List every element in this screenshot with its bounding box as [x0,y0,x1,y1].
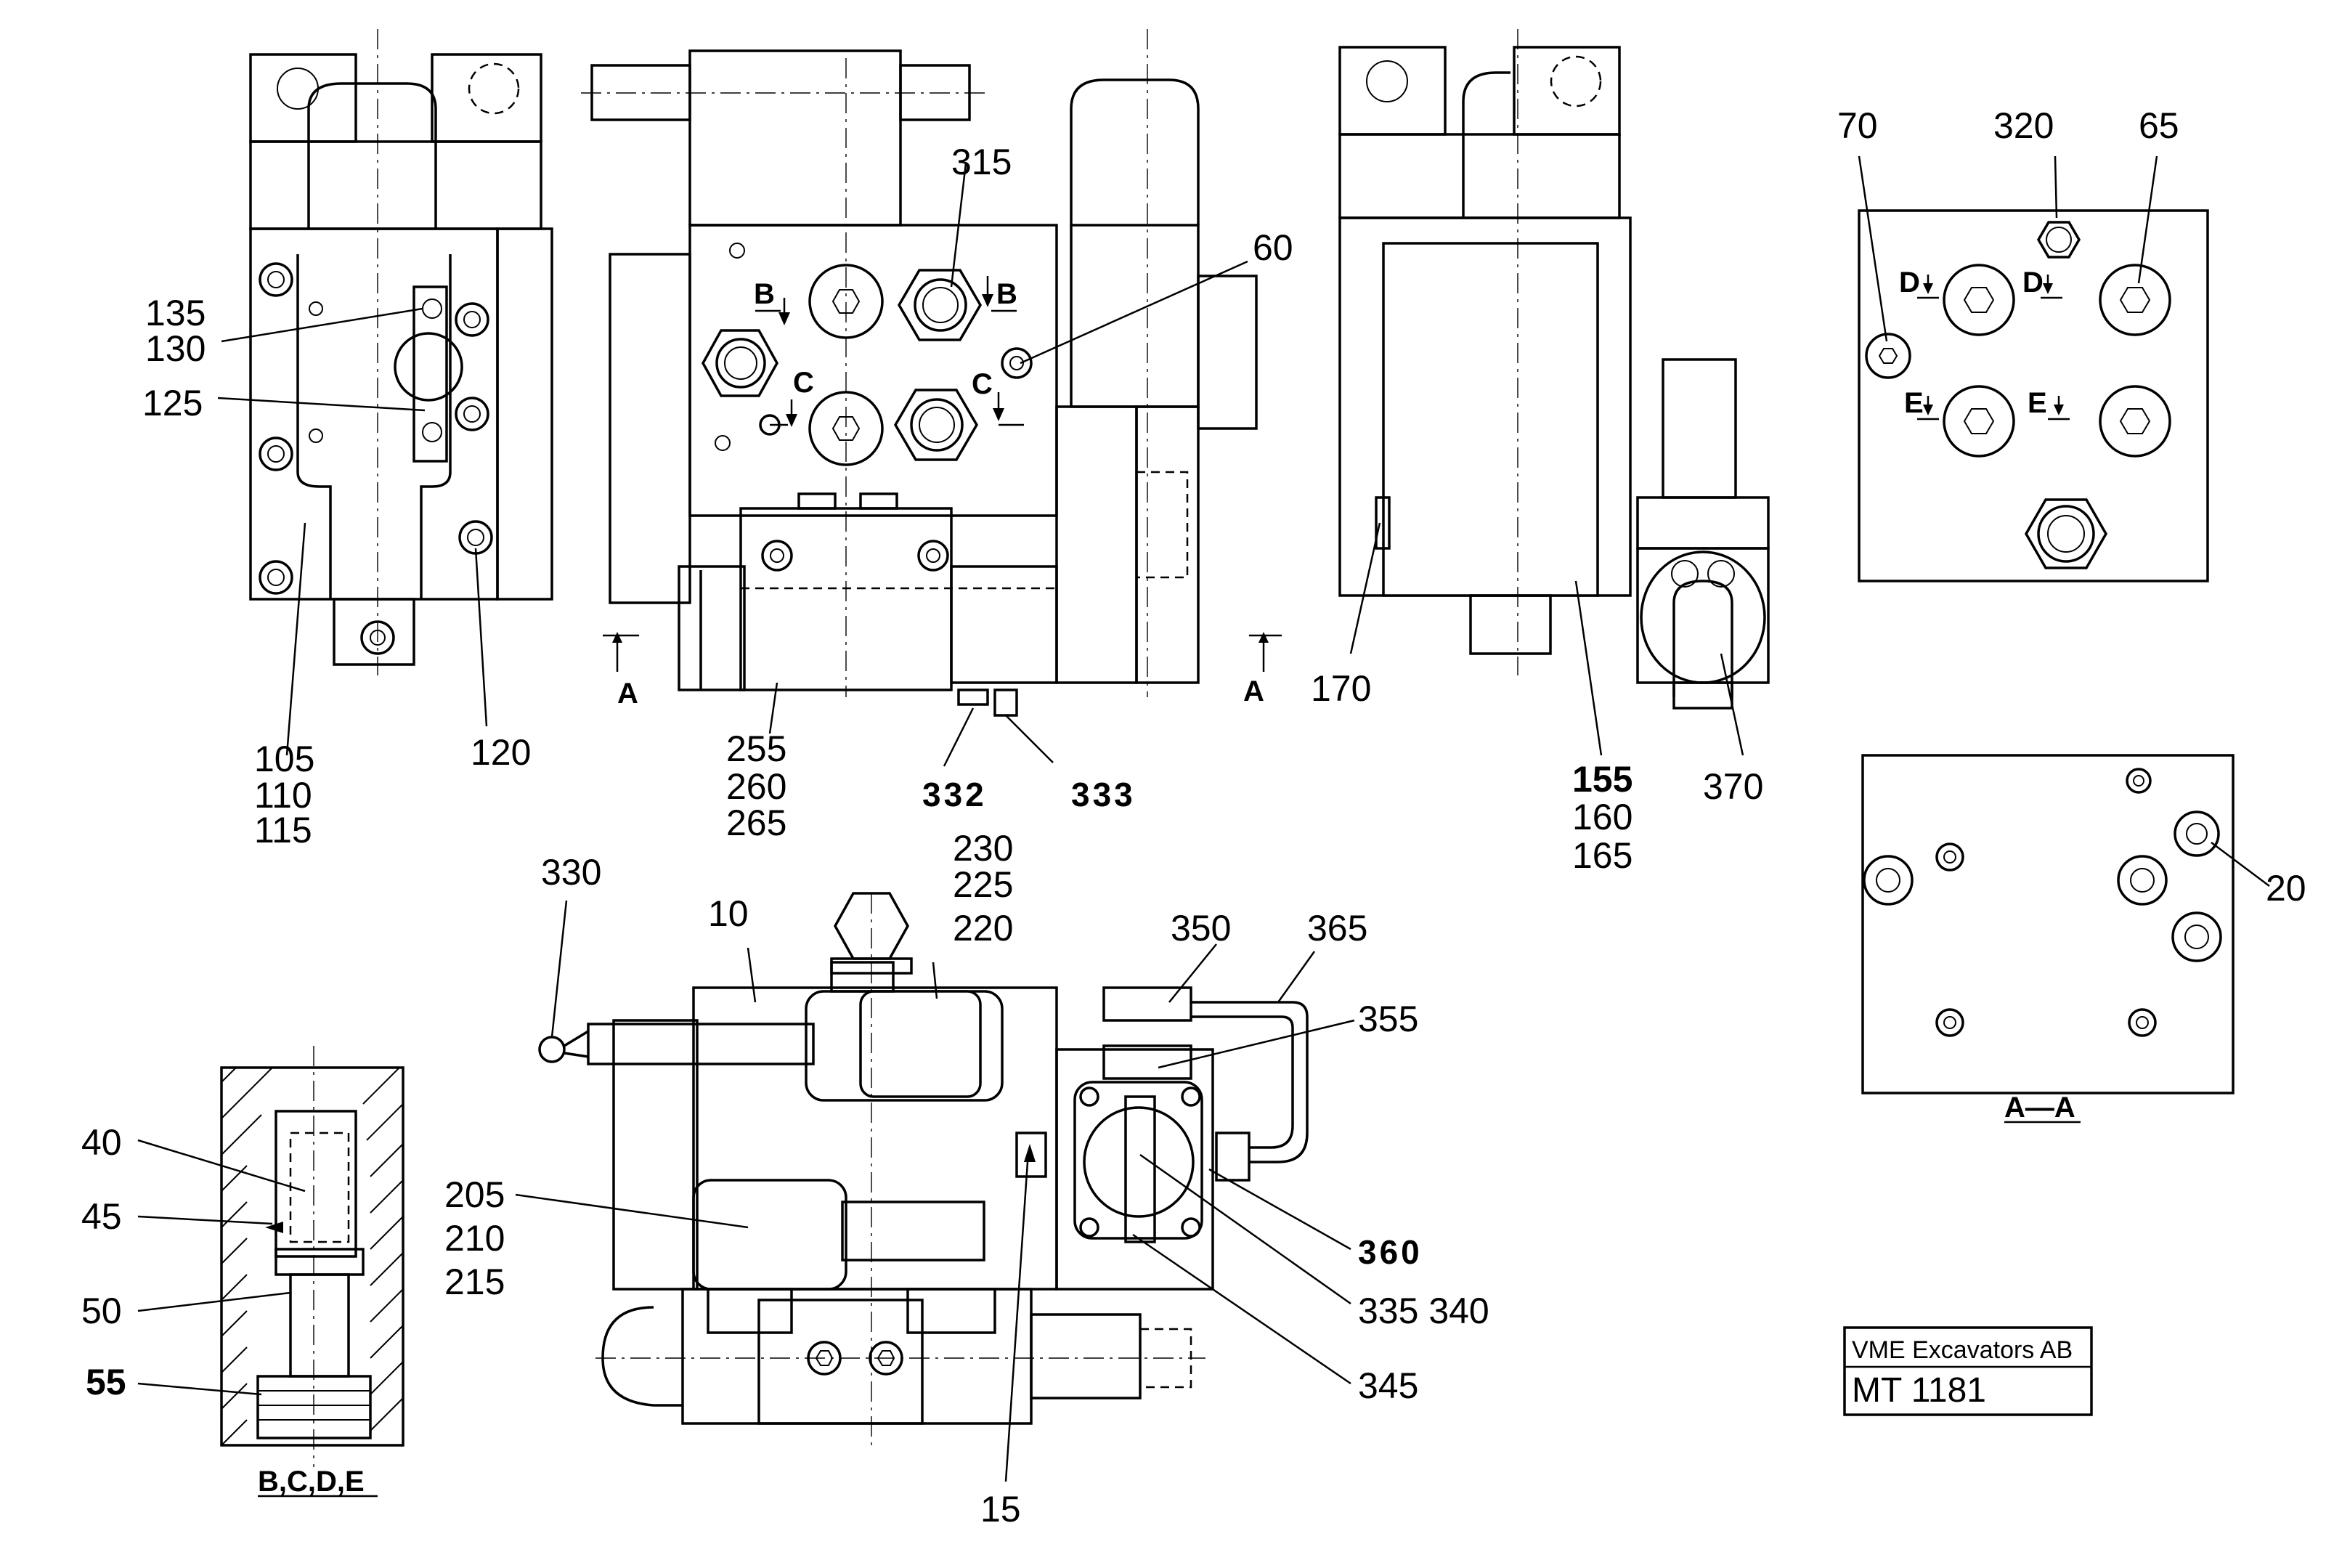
callout-332: 332 [922,776,987,813]
section-mark-d-left: D [1899,267,1920,298]
callout-220: 220 [953,908,1013,948]
section-mark-d-right: D [2022,267,2044,298]
port-plate-view [1858,209,2209,582]
callout-210: 210 [444,1218,505,1259]
callout-335-340: 335 340 [1358,1291,1489,1331]
callout-333: 333 [1071,776,1136,813]
callout-40: 40 [81,1122,122,1163]
callout-155: 155 [1572,759,1632,800]
callout-130: 130 [145,328,206,369]
title-block-drawing-number: MT 1181 [1852,1371,1986,1410]
callout-255: 255 [726,728,786,769]
callout-350: 350 [1171,908,1231,948]
callout-165: 165 [1572,835,1632,876]
callout-labels: 135 130 125 105 110 115 120 315 60 255 2… [81,105,2306,1530]
view-title-b-c-d-e: B,C,D,E [258,1466,365,1498]
section-mark-a-left: A [617,678,638,710]
cartridge-section-view [220,1046,404,1498]
section-mark-b-right: B [996,278,1017,310]
title-block: VME Excavators AB MT 1181 [1843,1326,2093,1416]
callout-225: 225 [953,864,1013,905]
callout-15: 15 [980,1489,1021,1530]
section-mark-e-right: E [2028,387,2047,419]
section-mark-c-left: C [793,367,814,399]
section-cut-marks [265,275,2070,1233]
callout-65: 65 [2139,105,2179,146]
callout-135: 135 [145,293,206,333]
section-mark-b-left: B [754,278,775,310]
callout-120: 120 [471,732,531,773]
callout-345: 345 [1358,1365,1418,1406]
callout-260: 260 [726,766,786,807]
callout-265: 265 [726,803,786,843]
callout-50: 50 [81,1291,122,1331]
callout-10: 10 [708,893,749,934]
callout-110: 110 [254,775,312,816]
leader-lines [137,155,2270,1482]
callout-205: 205 [444,1174,505,1215]
callout-320: 320 [1993,105,2054,146]
section-mark-c-right: C [972,368,993,400]
callout-70: 70 [1837,105,1878,146]
callout-115: 115 [254,810,312,850]
view-title-a-a: A—A [2004,1092,2075,1124]
plan-view [538,892,1309,1445]
section-mark-a-right: A [1243,675,1264,707]
callout-355: 355 [1358,999,1418,1039]
callout-125: 125 [142,383,203,423]
callout-55: 55 [86,1362,126,1402]
section-mark-e-left: E [1904,387,1924,419]
callout-370: 370 [1703,766,1763,807]
callout-60: 60 [1253,227,1293,268]
callout-215: 215 [444,1262,505,1302]
section-letters: B B C C D D E E A A [617,267,2047,710]
side-view-left [249,29,553,675]
front-view [581,29,1258,717]
title-block-company: VME Excavators AB [1852,1336,2073,1364]
view-titles: A—A B,C,D,E [258,1092,2075,1498]
side-view-right [1338,29,1770,710]
callout-360: 360 [1358,1233,1423,1271]
callout-365: 365 [1307,908,1367,948]
section-a-a-view [1861,754,2235,1124]
callout-170: 170 [1311,668,1371,709]
callout-230: 230 [953,828,1013,869]
callout-160: 160 [1572,797,1632,837]
callout-105: 105 [254,739,314,779]
callout-20: 20 [2266,868,2306,909]
callout-45: 45 [81,1196,122,1237]
callout-330: 330 [541,852,601,893]
callout-315: 315 [951,142,1012,182]
